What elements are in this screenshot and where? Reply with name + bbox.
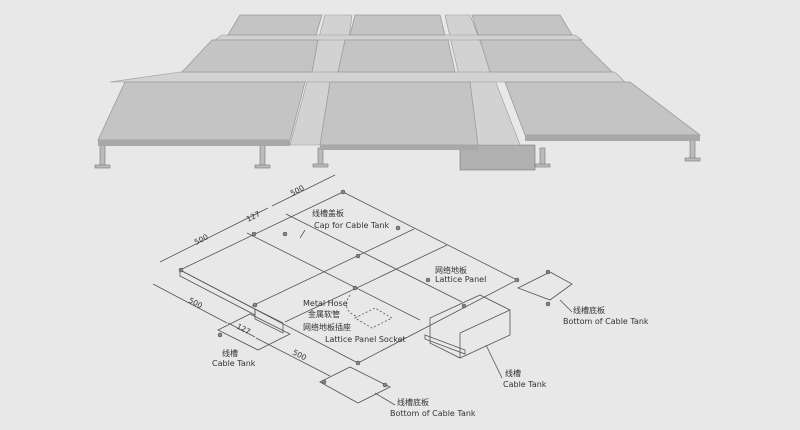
- panel-edges: [98, 135, 700, 150]
- exploded-diagram: [152, 174, 573, 404]
- socket-label-cn: 网络地板插座: [303, 322, 351, 332]
- bottom-center-en: Bottom of Cable Tank: [390, 409, 476, 418]
- cable-tank-right-en: Cable Tank: [503, 380, 547, 389]
- cable-channels: [109, 14, 626, 146]
- cable-tank-right-cn: 线槽: [505, 368, 521, 378]
- floor-panels: [97, 14, 702, 146]
- bottom-right-en: Bottom of Cable Tank: [563, 317, 649, 326]
- socket-label-en: Lattice Panel Socket: [325, 335, 406, 344]
- bottom-right-cn: 线槽底板: [573, 305, 605, 315]
- dimension-500-left: 500: [193, 232, 210, 247]
- cap-label-cn: 线槽盖板: [312, 208, 344, 218]
- dimension-500-top: 500: [289, 183, 306, 198]
- cable-tank-left-en: Cable Tank: [212, 359, 256, 368]
- dimension-500-side: 500: [187, 296, 204, 311]
- lattice-label-en: Lattice Panel: [435, 275, 486, 284]
- bottom-center-cn: 线槽底板: [397, 397, 429, 407]
- hose-label-en: Metal Hose: [303, 299, 348, 308]
- cable-tank-left-cn: 线槽: [222, 348, 238, 358]
- lattice-label-cn: 网络地板: [435, 265, 467, 275]
- hose-label-cn: 金属软管: [308, 309, 340, 319]
- dimension-127-top: 127: [245, 209, 262, 224]
- cap-label-en: Cap for Cable Tank: [314, 221, 389, 230]
